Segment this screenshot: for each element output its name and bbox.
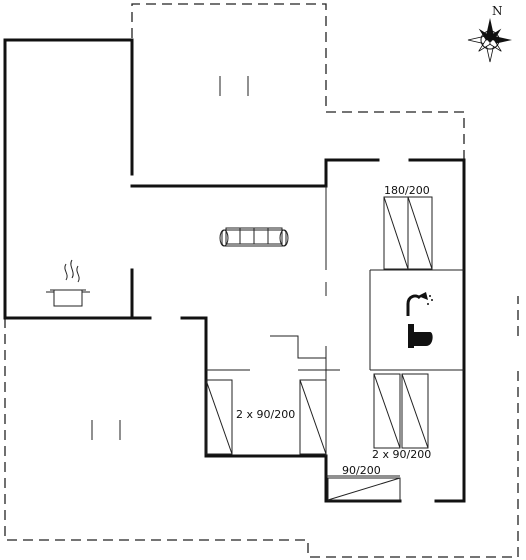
double-bed-label: 180/200	[384, 184, 430, 197]
cooking-pot-icon	[46, 259, 90, 307]
single-bed-frame	[327, 477, 401, 501]
single-bed-label: 90/200	[342, 464, 381, 477]
corridor-wall	[180, 316, 402, 503]
window-markers	[91, 76, 249, 440]
compass-rose-icon	[467, 18, 512, 63]
stair-outline	[270, 335, 326, 359]
single-bed: 90/200	[327, 464, 401, 501]
double-bed: 180/200	[383, 184, 433, 270]
twin-bed-left-1	[205, 379, 233, 455]
twin-beds-left: 2 x 90/200	[205, 379, 327, 455]
terrace-outlines	[4, 3, 519, 558]
twin-bed-right-2	[401, 373, 429, 449]
bedroom-top-wall	[408, 158, 466, 503]
compass-north-label: N	[492, 4, 503, 18]
bottom-terrace-outline	[4, 318, 519, 558]
sofa-icon	[219, 227, 289, 247]
living-top-wall	[130, 158, 380, 188]
kitchen-living-outer-wall	[3, 38, 152, 320]
twin-beds-right: 2 x 90/200	[372, 373, 431, 461]
shower-icon	[406, 292, 433, 316]
twin-beds-right-label: 2 x 90/200	[372, 448, 431, 461]
toilet-icon	[408, 324, 433, 348]
twin-bed-right-1	[373, 373, 401, 449]
top-terrace-outline	[131, 3, 465, 160]
twin-beds-left-label: 2 x 90/200	[236, 408, 295, 421]
walls	[3, 38, 466, 503]
twin-bed-left-2	[299, 379, 327, 455]
partitions	[206, 186, 464, 477]
